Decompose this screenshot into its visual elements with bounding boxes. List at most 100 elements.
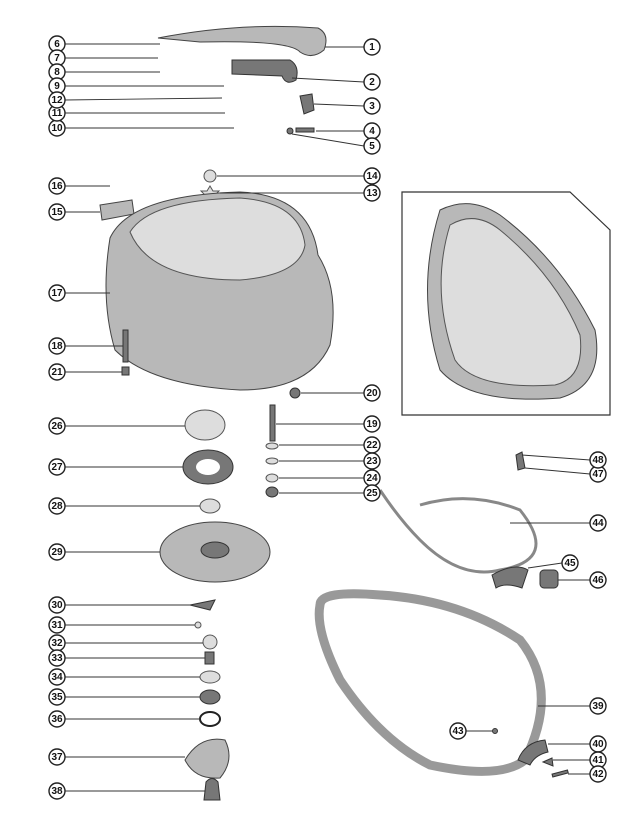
shroud-top: [129, 197, 306, 281]
callout-40: 40: [548, 735, 607, 753]
callout-circle: [48, 748, 66, 766]
callout-46: 46: [558, 571, 607, 589]
callout-number: 2: [369, 77, 375, 88]
callout-3: 3: [313, 97, 381, 115]
bracket-40: [517, 739, 549, 766]
callout-28: 28: [48, 497, 200, 515]
leader-line: [521, 454, 591, 461]
callout-number: 43: [452, 726, 464, 737]
inset-cover-inner: [440, 218, 582, 387]
callout-11: 11: [48, 104, 225, 122]
callout-number: 46: [592, 575, 604, 586]
callout-circle: [363, 384, 381, 402]
gasket-27-hole: [196, 459, 220, 475]
callout-circle: [48, 203, 66, 221]
callout-circle: [363, 38, 381, 56]
callout-circle: [363, 415, 381, 433]
leader-line: [64, 97, 223, 101]
plate-37: [184, 738, 230, 779]
callout-number: 47: [592, 469, 604, 480]
callout-22: 22: [279, 436, 381, 454]
callout-31: 31: [48, 616, 195, 634]
callouts: 1234567891011121314151617181920212223242…: [48, 35, 607, 800]
callout-number: 35: [51, 692, 63, 703]
ring-36: [199, 711, 221, 727]
leader-line: [291, 77, 365, 83]
clip-41: [541, 757, 554, 767]
callout-number: 34: [51, 672, 63, 683]
callout-number: 15: [51, 207, 63, 218]
callout-34: 34: [48, 668, 200, 686]
bearing-35: [199, 689, 221, 705]
callout-circle: [589, 451, 607, 469]
callout-circle: [48, 497, 66, 515]
ring-28: [199, 498, 221, 514]
callout-number: 11: [52, 108, 63, 119]
callout-number: 16: [51, 181, 63, 192]
callout-18: 18: [48, 337, 123, 355]
callout-circle: [48, 284, 66, 302]
callout-32: 32: [48, 634, 203, 652]
callout-number: 14: [366, 171, 378, 182]
callout-number: 30: [51, 600, 63, 611]
callout-circle: [363, 167, 381, 185]
callout-circle: [48, 337, 66, 355]
callout-1: 1: [325, 38, 381, 56]
callout-circle: [48, 649, 66, 667]
callout-number: 13: [366, 188, 378, 199]
seal-39: [314, 589, 546, 776]
callout-33: 33: [48, 649, 205, 667]
callout-number: 22: [366, 440, 378, 451]
callout-number: 31: [51, 620, 63, 631]
callout-number: 33: [51, 653, 63, 664]
washer-22: [265, 442, 279, 450]
callout-circle: [363, 184, 381, 202]
callout-number: 1: [369, 42, 375, 53]
leader-line: [313, 103, 365, 107]
callout-circle: [48, 177, 66, 195]
callout-35: 35: [48, 688, 200, 706]
callout-number: 8: [54, 67, 60, 78]
callout-number: 42: [592, 769, 604, 780]
washer-5: [286, 127, 294, 135]
callout-circle: [561, 554, 579, 572]
callout-number: 45: [564, 558, 576, 569]
callout-39: 39: [538, 697, 607, 715]
callout-number: 41: [592, 755, 604, 766]
callout-circle: [48, 710, 66, 728]
callout-circle: [48, 543, 66, 561]
callout-number: 27: [51, 462, 63, 473]
callout-number: 36: [51, 714, 63, 725]
callout-circle: [48, 596, 66, 614]
callout-number: 20: [366, 388, 378, 399]
stud-19: [269, 404, 276, 442]
callout-number: 25: [366, 488, 378, 499]
clamp-46: [539, 569, 559, 589]
inset-frame: [401, 191, 611, 416]
callout-45: 45: [527, 554, 579, 572]
callout-number: 12: [51, 95, 63, 106]
callout-13: 13: [220, 184, 381, 202]
leader-line: [524, 467, 591, 475]
callout-circle: [589, 514, 607, 532]
callout-29: 29: [48, 543, 160, 561]
knob-38: [203, 778, 221, 801]
callout-number: 40: [592, 739, 604, 750]
callout-number: 28: [51, 501, 63, 512]
callout-circle: [48, 417, 66, 435]
callout-12: 12: [48, 91, 223, 109]
callout-number: 23: [366, 456, 378, 467]
callout-25: 25: [279, 484, 381, 502]
pulley-hub: [200, 541, 230, 559]
spring-33: [204, 651, 215, 665]
callout-number: 32: [51, 638, 63, 649]
top-cover-trim: [157, 25, 327, 56]
callout-30: 30: [48, 596, 190, 614]
pawl-30: [189, 599, 216, 611]
screw-42: [551, 769, 569, 778]
callout-4: 4: [316, 122, 381, 140]
cable-44: [378, 489, 538, 574]
callout-number: 39: [592, 701, 604, 712]
callout-circle: [363, 452, 381, 470]
leader-line: [291, 133, 365, 147]
